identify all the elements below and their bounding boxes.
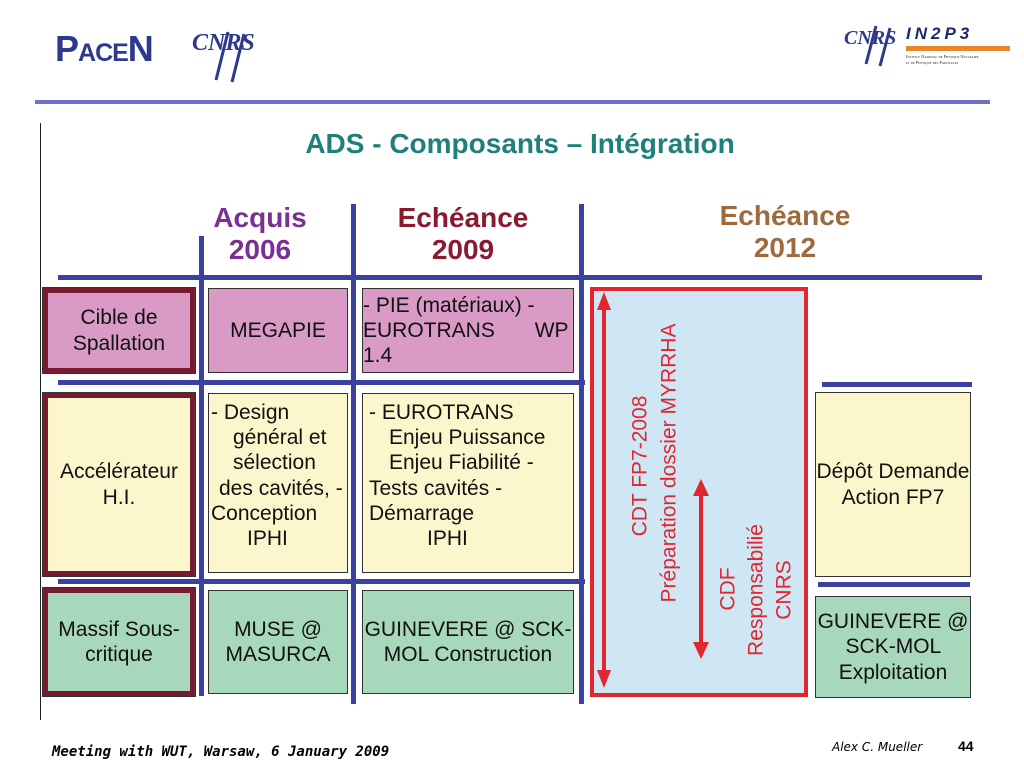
header-echeance-2012: Echéance 2012: [690, 200, 880, 264]
cell-guinevere-2009: GUINEVERE @ SCK-MOL Construction: [362, 590, 574, 694]
row-spallation-line2: Spallation: [72, 331, 166, 355]
cnrs-logo-right: CNRS: [844, 25, 896, 67]
grid-hline-row2: [58, 579, 585, 584]
cell-depot-line1: Dépôt: [816, 460, 873, 484]
cell-depot-line3: Action FP7: [841, 485, 945, 509]
vtext-cnrs: CNRS: [772, 560, 796, 620]
header-rule: [35, 100, 990, 104]
cell-design-line4: des cavités,: [219, 476, 330, 500]
cell-guin2012-line3: Exploitation: [838, 660, 948, 684]
cell-muse: MUSE @ MASURCA: [208, 590, 348, 694]
header-acquis-line2: 2006: [228, 234, 292, 266]
footer-page-number: 44: [958, 738, 974, 754]
vtext-responsabilite: Responsabilié: [744, 524, 768, 656]
grid-hline-top: [58, 275, 982, 280]
grid-vline-2: [351, 204, 356, 704]
cell-design-line5: - Conception: [211, 476, 343, 525]
grid-hline-row2-right: [818, 582, 970, 587]
cell-design-line6: IPHI: [247, 526, 288, 550]
row-accel-line1: Accélérateur: [60, 460, 178, 484]
cell-megapie: MEGAPIE: [208, 288, 348, 373]
cell-pie-line3: WP 1.4: [363, 318, 569, 368]
slide-title: ADS - Composants – Intégration: [305, 128, 735, 159]
cell-muse-line1: MUSE: [234, 617, 295, 641]
cell-design: - Design général et sélection des cavité…: [208, 393, 348, 573]
pacen-logo-text: PaceN: [55, 28, 154, 69]
in2p3-underline: [906, 46, 1010, 51]
cell-megapie-text: MEGAPIE: [230, 318, 326, 342]
cell-guin2009-line3: Construction: [434, 643, 553, 666]
cell-eurotrans-line6: IPHI: [427, 526, 468, 550]
cnrs-logo-left: CNRS: [192, 30, 255, 83]
cell-design-line1: - Design: [211, 401, 290, 424]
cell-guinevere-2012: GUINEVERE @ SCK-MOL Exploitation: [815, 596, 971, 698]
cell-pie: - PIE (matériaux) - EUROTRANS WP 1.4: [362, 288, 574, 373]
grid-hline-row1: [58, 380, 585, 385]
row-header-accelerateur: Accélérateur H.I.: [42, 392, 196, 577]
header-2009-line2: 2009: [431, 234, 495, 266]
footer-author: Alex C. Mueller: [832, 740, 923, 754]
header-2009-line1: Echéance: [397, 202, 529, 233]
in2p3-logo-text: IN2P3: [906, 24, 974, 43]
row-header-massif: Massif Sous-critique: [42, 587, 196, 697]
header-acquis-line1: Acquis: [213, 202, 307, 233]
footer-meeting: Meeting with WUT, Warsaw, 6 January 2009: [52, 744, 390, 760]
row-accel-line2: H.I.: [102, 485, 136, 509]
row-massif-line2: Sous-critique: [85, 617, 180, 666]
header-echeance-2009: Echéance 2009: [368, 202, 558, 266]
cell-depot: Dépôt Demande Action FP7: [815, 392, 971, 577]
vtext-cdf: CDF: [716, 567, 740, 611]
grid-hline-row1-right: [822, 382, 972, 387]
header-2012-line1: Echéance: [719, 200, 851, 231]
cell-eurotrans-line1: - EUROTRANS: [369, 401, 514, 424]
in2p3-logo: IN2P3 Institut National de Physique Nucl…: [906, 24, 1010, 66]
cell-design-line2: général et: [233, 426, 327, 450]
cell-eurotrans-line4: - Tests cavités: [369, 451, 534, 500]
row-header-spallation: Cible de Spallation: [42, 287, 196, 374]
cell-guin2009-line1: GUINEVERE: [364, 617, 489, 641]
long-double-arrow-icon: [597, 292, 611, 688]
vtext-cdt: CDT FP7-2008: [628, 395, 652, 537]
header-acquis: Acquis 2006: [208, 202, 312, 266]
grid-vline-3: [579, 204, 584, 704]
short-double-arrow-icon: [693, 479, 709, 659]
cell-eurotrans-line3: Enjeu Fiabilité: [389, 451, 521, 475]
in2p3-subtitle-line1: Institut National de Physique Nucléaire: [906, 54, 979, 59]
cell-depot-line2: Demande: [878, 460, 970, 484]
cell-guin2009-line2: @ SCK-MOL: [383, 617, 572, 666]
cell-muse-line3: MASURCA: [225, 643, 331, 666]
cell-pie-line2: - EUROTRANS: [363, 293, 535, 342]
cell-pie-line1: - PIE (matériaux): [363, 293, 522, 317]
header-2012-line2: 2012: [753, 232, 817, 264]
cell-eurotrans-line5: - Démarrage: [369, 476, 503, 525]
cell-design-line3: sélection: [233, 451, 316, 475]
left-margin-line: [40, 123, 41, 720]
cell-eurotrans-line2: Enjeu Puissance: [389, 426, 546, 450]
cnrs-logo-right-text: CNRS: [844, 27, 896, 49]
cell-guin2012-line1: GUINEVERE: [817, 610, 942, 634]
grid-vline-1: [199, 236, 204, 696]
vtext-preparation: Préparation dossier MYRRHA: [657, 323, 681, 603]
row-spallation-line1: Cible de: [80, 306, 158, 330]
cell-guin2012-line2: @ SCK-MOL: [845, 610, 969, 659]
cell-muse-line2: @: [300, 617, 322, 641]
row-massif-line1: Massif: [58, 617, 119, 641]
cell-eurotrans: - EUROTRANS Enjeu Puissance Enjeu Fiabil…: [362, 393, 574, 573]
in2p3-subtitle-line2: et de Physique des Particules: [906, 60, 959, 65]
pacen-logo: PaceN: [55, 28, 154, 69]
